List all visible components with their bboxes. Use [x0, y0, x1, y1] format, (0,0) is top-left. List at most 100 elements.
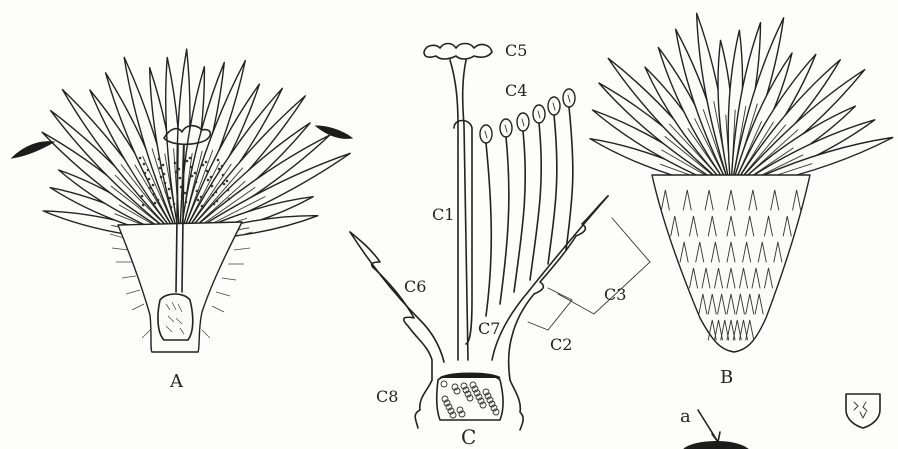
- floret-dot: [159, 167, 162, 170]
- floret-dot: [211, 185, 214, 188]
- floret-dot: [190, 166, 193, 169]
- floret-dot: [185, 201, 188, 204]
- petal-tip-right-a: [316, 126, 352, 138]
- floret-dot: [152, 184, 155, 187]
- floret-dot: [201, 205, 204, 208]
- filament-c7: [530, 123, 541, 280]
- floret-dot: [143, 163, 146, 166]
- floret-dot: [186, 160, 189, 163]
- floret-dot: [196, 190, 199, 193]
- label-figure-a: A: [169, 371, 184, 392]
- floret-dot: [149, 187, 152, 190]
- pointer-arrow-a: [698, 410, 720, 442]
- floret-dot: [202, 164, 205, 167]
- floret-dot: [184, 192, 187, 195]
- floret-dot: [205, 161, 208, 164]
- floret-dot: [216, 200, 219, 203]
- floret-dot: [228, 198, 231, 201]
- label-c3: C3: [604, 285, 626, 304]
- floret-dot: [160, 176, 163, 179]
- dark-object: [684, 441, 748, 449]
- floret-dot: [170, 206, 173, 209]
- floret-dot: [189, 157, 192, 160]
- floret-dot: [139, 157, 142, 160]
- floret-dot: [163, 173, 166, 176]
- floret-dot: [153, 193, 156, 196]
- label-c5: C5: [505, 41, 527, 60]
- floret-dot: [221, 165, 224, 168]
- floret-dot: [180, 186, 183, 189]
- floret-dot: [141, 195, 144, 198]
- floret-dot: [191, 175, 194, 178]
- floret-dot: [164, 182, 167, 185]
- ovary-top: [440, 374, 500, 379]
- floret-dot: [215, 191, 218, 194]
- floret-dot: [175, 171, 178, 174]
- label-c6: C6: [404, 277, 426, 296]
- stigma-lobes-c5: [424, 44, 492, 60]
- label-c4: C4: [505, 81, 527, 100]
- floret-dot: [217, 159, 220, 162]
- filament-c7: [514, 131, 525, 292]
- corolla-lobe-c6-inner: [350, 232, 444, 362]
- flower-head-section-a: [12, 49, 352, 352]
- floret-dot: [195, 181, 198, 184]
- floret-dot: [157, 199, 160, 202]
- floret-dot: [227, 189, 230, 192]
- floret-dot: [173, 203, 176, 206]
- floret-dot: [158, 158, 161, 161]
- floret-dot: [165, 191, 168, 194]
- ovary-cell: [441, 381, 447, 387]
- involucre-b: [652, 175, 810, 352]
- floret-dot: [168, 188, 171, 191]
- floret-dot: [206, 170, 209, 173]
- label-c1: C1: [432, 205, 454, 224]
- corolla-tube-c8: [415, 380, 523, 430]
- label-c7: C7: [478, 319, 500, 338]
- floret-dot: [213, 203, 216, 206]
- filament-c7: [486, 143, 491, 316]
- floret-dot: [148, 178, 151, 181]
- flower-head-exterior-b: [590, 13, 893, 352]
- label-c8: C8: [376, 387, 398, 406]
- floret-dot: [169, 197, 172, 200]
- filament-c7: [548, 115, 557, 264]
- style-tube-c1: [454, 121, 472, 345]
- floret-dot: [174, 162, 177, 165]
- floret-dot: [223, 183, 226, 186]
- stamens-c4: [480, 89, 575, 316]
- floret-dot: [176, 180, 179, 183]
- floret-dot: [207, 179, 210, 182]
- petal-tip-left-a: [12, 142, 54, 158]
- floret-dot: [210, 176, 213, 179]
- floret-dot: [147, 169, 150, 172]
- ovary-texture-c: [440, 374, 500, 419]
- filament-c7: [500, 137, 509, 304]
- floret-dot: [226, 180, 229, 183]
- floret-dot: [197, 199, 200, 202]
- floret-dot: [212, 194, 215, 197]
- filament-c7: [566, 107, 573, 250]
- floret-dot: [218, 168, 221, 171]
- receptacle-a: [118, 222, 242, 352]
- floret-dot: [200, 196, 203, 199]
- label-c2: C2: [550, 335, 572, 354]
- floret-dot: [194, 172, 197, 175]
- corolla-lobe-c6: [350, 232, 432, 380]
- floret-dot: [181, 195, 184, 198]
- floret-dot: [144, 172, 147, 175]
- floret-dot: [142, 204, 145, 207]
- floret-dot: [154, 202, 157, 205]
- floret-dot: [178, 168, 181, 171]
- floret-dot: [162, 164, 165, 167]
- floret-dot: [179, 177, 182, 180]
- label-figure-c: C: [461, 425, 476, 449]
- floret-dot: [222, 174, 225, 177]
- ray-petals-b: [590, 13, 893, 190]
- floret-dissection-c: [350, 44, 650, 431]
- label-figure-b: B: [720, 367, 733, 388]
- label-pointer-a: a: [680, 406, 691, 427]
- shield-monogram-icon: [846, 394, 880, 428]
